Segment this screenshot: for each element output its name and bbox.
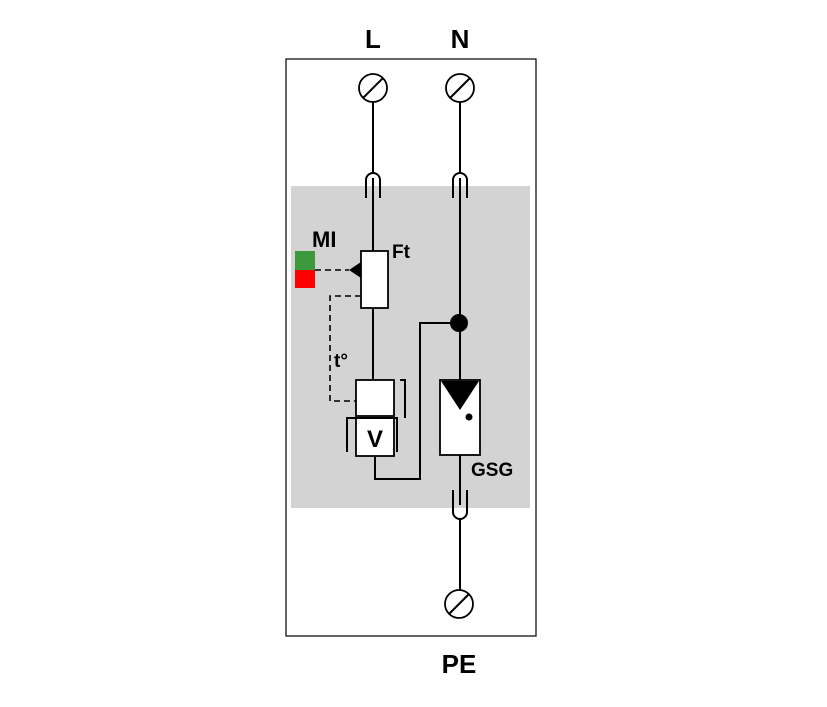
line-terminal-label: L: [365, 24, 381, 54]
screw-terminal-l-icon: [358, 73, 388, 103]
gdt-dot-icon: [465, 413, 473, 421]
pe-terminal-label: PE: [442, 649, 477, 679]
varistor-thermal-bracket-left: [346, 417, 398, 452]
varistor-thermal-bracket-right: [400, 379, 406, 418]
cross-connection-wire: [374, 322, 459, 480]
thermal-label: t°: [334, 351, 348, 372]
thermal-link-dashed: [329, 295, 361, 402]
indicator-ok-status: [295, 251, 315, 270]
indicator-label: MI: [312, 227, 336, 252]
varistor-label: V: [367, 426, 383, 453]
neutral-terminal-label: N: [451, 24, 470, 54]
gas-discharge-tube: [439, 379, 481, 456]
gdt-arrow-icon: [441, 381, 479, 410]
thermal-disconnector: [355, 379, 395, 417]
thermal-fuse: [360, 250, 389, 309]
screw-terminal-n-icon: [445, 73, 475, 103]
indicator-fault-status: [295, 270, 315, 288]
fuse-label: Ft: [392, 242, 411, 263]
gas-discharge-label: GSG: [471, 460, 513, 481]
line-plug-contact-icon: [365, 172, 381, 198]
screw-terminal-pe-icon: [444, 589, 474, 619]
neutral-plug-contact-icon: [452, 172, 468, 198]
plug-in-module: [291, 186, 530, 508]
fuse-trigger-arrow-icon: [349, 262, 361, 278]
